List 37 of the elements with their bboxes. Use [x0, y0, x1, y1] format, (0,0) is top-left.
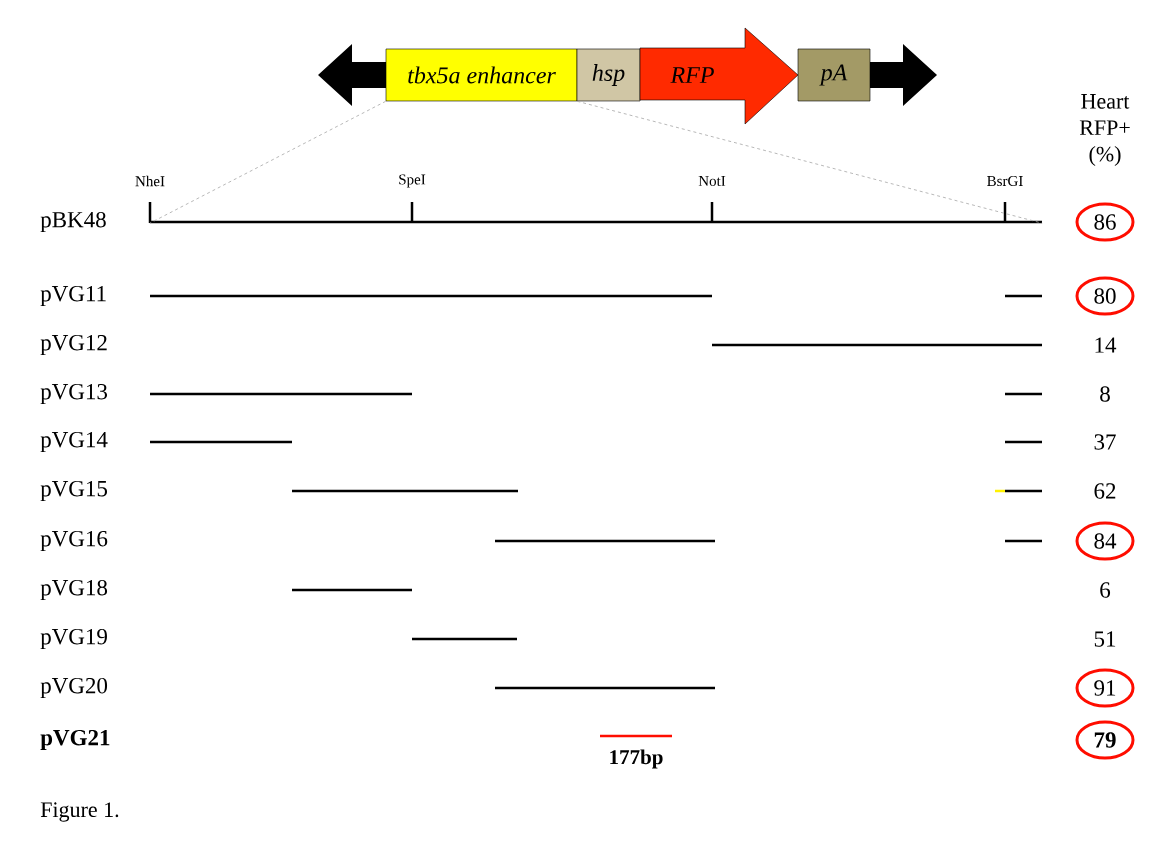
circled-value: 79	[1075, 720, 1135, 760]
column-heading: Heart RFP+ (%)	[1079, 94, 1130, 166]
circled-value: 80	[1075, 276, 1135, 316]
circled-value: 91	[1075, 668, 1135, 708]
construct-name: pVG13	[40, 383, 107, 405]
size-label: 177bp	[610, 749, 663, 769]
construct-name: pVG20	[40, 677, 108, 699]
construct-name: pVG21	[40, 729, 110, 751]
value: 37	[1094, 434, 1116, 450]
value: 62	[1094, 483, 1116, 499]
construct-name: pVG14	[40, 431, 108, 453]
site-label: BsrGI	[987, 175, 1023, 187]
value: 14	[1095, 337, 1117, 353]
circled-value: 84	[1075, 521, 1135, 561]
construct-name: pVG11	[40, 285, 106, 307]
site-label: NotI	[698, 176, 726, 186]
caption: Figure 1.	[40, 802, 119, 822]
arrow-shape	[870, 44, 937, 106]
element-box: RFP	[639, 27, 799, 125]
construct-name: pBK48	[40, 211, 106, 233]
value: 6	[1100, 582, 1111, 598]
construct-name: pVG12	[40, 334, 107, 356]
circled-value: 86	[1075, 202, 1135, 242]
arrow-shape	[318, 44, 386, 106]
zoom-line	[576, 100, 1043, 224]
zoom-line	[149, 100, 387, 224]
value: 8	[1100, 386, 1110, 402]
element-box: hsp	[576, 48, 641, 102]
construct-name: pVG15	[40, 480, 107, 502]
construct-name: pVG19	[40, 628, 107, 650]
element-box: pA	[797, 48, 871, 102]
site-label: NheI	[135, 175, 165, 187]
value: 51	[1094, 631, 1116, 647]
construct-name: pVG18	[40, 579, 108, 601]
element-box: tbx5a enhancer	[385, 48, 578, 102]
restriction-map	[148, 202, 1042, 224]
construct-name: pVG16	[40, 530, 108, 552]
